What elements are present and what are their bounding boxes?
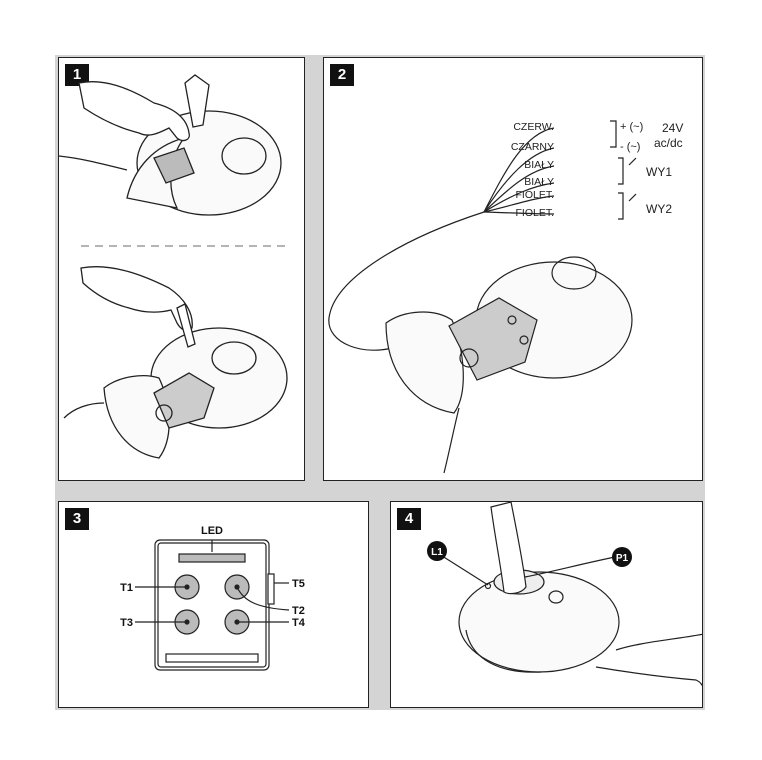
label-czarny: CZARNY bbox=[511, 141, 554, 153]
cable-down bbox=[443, 407, 460, 474]
hand-bottom bbox=[80, 266, 193, 332]
open-shell bbox=[385, 311, 464, 414]
open-shell-bottom bbox=[103, 375, 170, 459]
label-bialy-2: BIAŁY bbox=[524, 176, 554, 188]
panel-4-number: 4 bbox=[397, 508, 421, 530]
wire-violet-2 bbox=[483, 211, 555, 215]
panel-1: 1 bbox=[58, 57, 305, 481]
label-wy1: WY1 bbox=[646, 165, 672, 179]
wire-red bbox=[483, 127, 555, 213]
panel-1-illustration bbox=[59, 74, 289, 459]
panel-4-illustration: L1 P1 bbox=[427, 502, 702, 687]
marker-p1: P1 bbox=[612, 547, 632, 567]
device-button-top bbox=[221, 137, 267, 175]
cable-bottom bbox=[63, 402, 105, 419]
label-l1: L1 bbox=[431, 547, 443, 558]
cable-top bbox=[59, 155, 128, 171]
label-t1: T1 bbox=[120, 582, 133, 594]
panel-1-number: 1 bbox=[65, 64, 89, 86]
panel-2-illustration: CZERW. CZARNY BIAŁY BIAŁY FIOLET. FIOLET… bbox=[328, 120, 683, 474]
panel-2-number: 2 bbox=[330, 64, 354, 86]
screwdriver-top bbox=[184, 74, 210, 128]
wire-violet-1 bbox=[483, 195, 555, 213]
hand-top bbox=[78, 81, 190, 142]
label-t4: T4 bbox=[292, 617, 306, 629]
label-t3: T3 bbox=[120, 617, 133, 629]
label-minus: - (~) bbox=[620, 141, 640, 153]
finger bbox=[490, 502, 527, 595]
led-bar bbox=[178, 553, 246, 563]
led-l1 bbox=[484, 582, 492, 590]
cable bbox=[328, 211, 485, 351]
wire-white-1 bbox=[483, 165, 555, 213]
bottom-bar bbox=[165, 653, 259, 663]
label-czerw: CZERW. bbox=[513, 121, 554, 133]
wire-black bbox=[483, 147, 555, 213]
terminal-block bbox=[448, 297, 538, 381]
label-acdc: ac/dc bbox=[654, 136, 683, 150]
panel-4: 4 L1 P1 bbox=[390, 501, 703, 708]
label-voltage: 24V bbox=[662, 121, 683, 135]
label-fiolet-1: FIOLET. bbox=[515, 189, 554, 201]
label-t2: T2 bbox=[292, 605, 305, 617]
label-plus: + (~) bbox=[620, 121, 643, 133]
device-body-top bbox=[136, 110, 282, 216]
label-fiolet-2: FIOLET. bbox=[515, 207, 554, 219]
wire-white-2 bbox=[483, 182, 555, 213]
screwdriver-bottom bbox=[176, 303, 196, 348]
device-button bbox=[551, 256, 597, 290]
side-button bbox=[548, 590, 564, 604]
label-bialy-1: BIAŁY bbox=[524, 159, 554, 171]
cable bbox=[615, 633, 702, 651]
side-button-t5 bbox=[267, 573, 275, 605]
label-t5: T5 bbox=[292, 578, 305, 590]
label-p1: P1 bbox=[616, 553, 629, 564]
panel-3: 3 LED T1 T3 T2 T4 bbox=[58, 501, 369, 708]
label-wy2: WY2 bbox=[646, 202, 672, 216]
panel-3-illustration: LED T1 T3 T2 T4 T5 bbox=[120, 525, 306, 671]
marker-l1: L1 bbox=[427, 541, 447, 561]
panel-3-number: 3 bbox=[65, 508, 89, 530]
label-led: LED bbox=[201, 525, 223, 537]
device-button-bottom bbox=[211, 341, 257, 375]
panel-2: 2 CZERW. bbox=[323, 57, 703, 481]
